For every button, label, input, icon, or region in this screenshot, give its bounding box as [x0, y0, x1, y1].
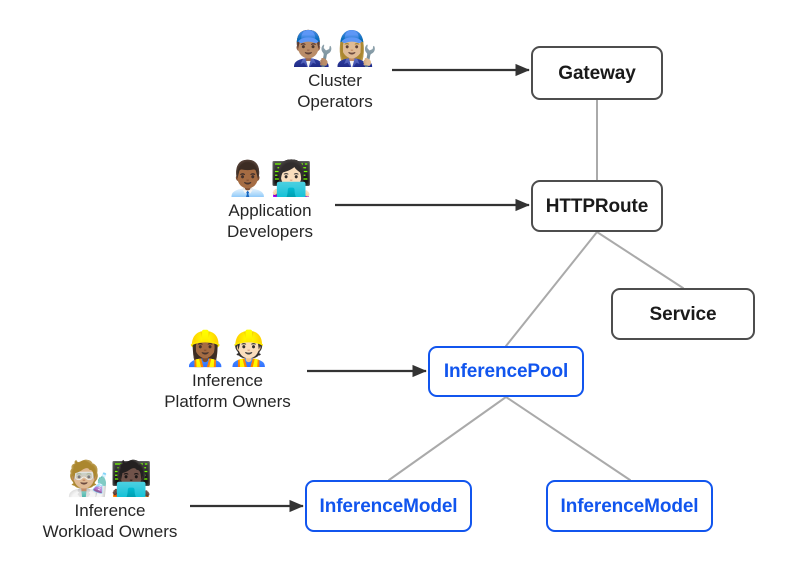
edge-pool-model1	[388, 396, 507, 481]
scientist-icon: 🧑🏼‍🔬🧑🏿‍💻	[66, 459, 154, 499]
edge-pool-model2	[505, 396, 631, 481]
persona-inference-workload-owners: 🧑🏼‍🔬🧑🏿‍💻Inference Workload Owners	[30, 460, 190, 542]
woman-construction-worker-icon: 👷🏾‍♀️👷🏻	[184, 329, 271, 369]
node-gateway[interactable]: Gateway	[531, 46, 663, 100]
persona-inference-platform-owners: 👷🏾‍♀️👷🏻Inference Platform Owners	[160, 330, 295, 412]
edge-httproute-inferencepool	[505, 231, 598, 347]
node-label-inferencemodel1: InferenceModel	[319, 495, 458, 517]
persona-arrows	[190, 63, 530, 513]
man-mechanic-icon: 👨🏽‍🔧👩🏼‍🔧	[291, 29, 379, 69]
node-label-inferencemodel2: InferenceModel	[560, 495, 699, 517]
node-inferencepool[interactable]: InferencePool	[428, 346, 584, 397]
node-label-inferencepool: InferencePool	[443, 361, 569, 382]
persona-label-inference-platform-owners: Inference Platform Owners	[164, 371, 291, 411]
persona-label-application-developers: Application Developers	[227, 201, 313, 241]
node-label-service: Service	[649, 303, 717, 325]
man-office-worker-icon: 👨🏾‍💼👩🏻‍💻	[226, 159, 314, 199]
node-inferencemodel2[interactable]: InferenceModel	[546, 480, 713, 532]
node-label-httproute: HTTPRoute	[545, 195, 649, 217]
node-httproute[interactable]: HTTPRoute	[531, 180, 663, 232]
node-service[interactable]: Service	[611, 288, 755, 340]
node-label-gateway: Gateway	[558, 62, 636, 84]
edge-httproute-service	[596, 231, 684, 289]
node-inferencemodel1[interactable]: InferenceModel	[305, 480, 472, 532]
persona-application-developers: 👨🏾‍💼👩🏻‍💻Application Developers	[214, 160, 326, 242]
persona-cluster-operators: 👨🏽‍🔧👩🏼‍🔧Cluster Operators	[280, 30, 390, 112]
persona-label-cluster-operators: Cluster Operators	[297, 71, 373, 111]
persona-label-inference-workload-owners: Inference Workload Owners	[42, 501, 178, 541]
